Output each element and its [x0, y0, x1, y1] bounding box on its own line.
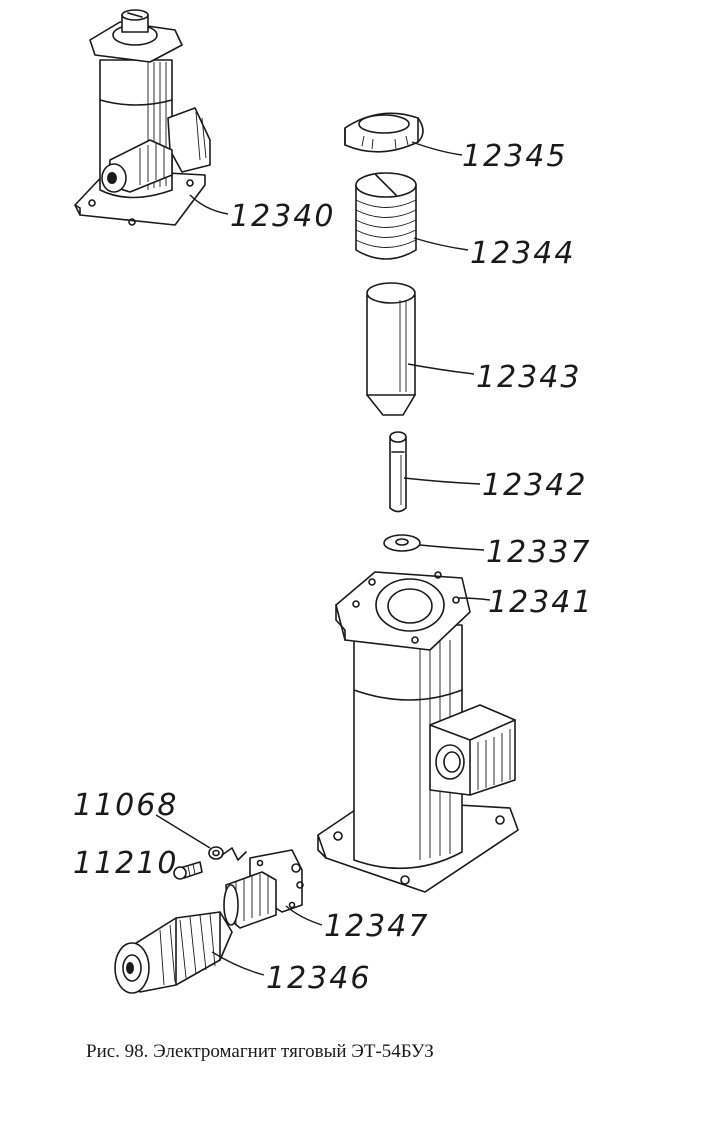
washer — [383, 534, 421, 552]
label-12342: 12342 — [482, 468, 587, 503]
threaded-sleeve — [355, 172, 417, 260]
screw — [173, 861, 203, 880]
label-12345: 12345 — [462, 139, 567, 174]
label-12344: 12344 — [470, 236, 575, 271]
socket — [223, 849, 304, 929]
label-11068: 11068 — [73, 788, 178, 823]
label-12347: 12347 — [324, 909, 429, 944]
nut — [344, 112, 424, 153]
small-washer — [208, 846, 224, 860]
plunger — [366, 282, 416, 416]
label-12337: 12337 — [486, 535, 591, 570]
assembled-electromagnet — [74, 9, 211, 226]
pin — [389, 431, 407, 513]
label-12346: 12346 — [266, 961, 371, 996]
figure-caption: Рис. 98. Электромагнит тяговый ЭТ-54БУЗ — [86, 1041, 434, 1062]
label-12341: 12341 — [488, 585, 593, 620]
label-12343: 12343 — [476, 360, 581, 395]
plug — [114, 911, 233, 994]
label-12340: 12340 — [230, 199, 335, 234]
label-11210: 11210 — [73, 846, 178, 881]
housing — [317, 571, 519, 893]
